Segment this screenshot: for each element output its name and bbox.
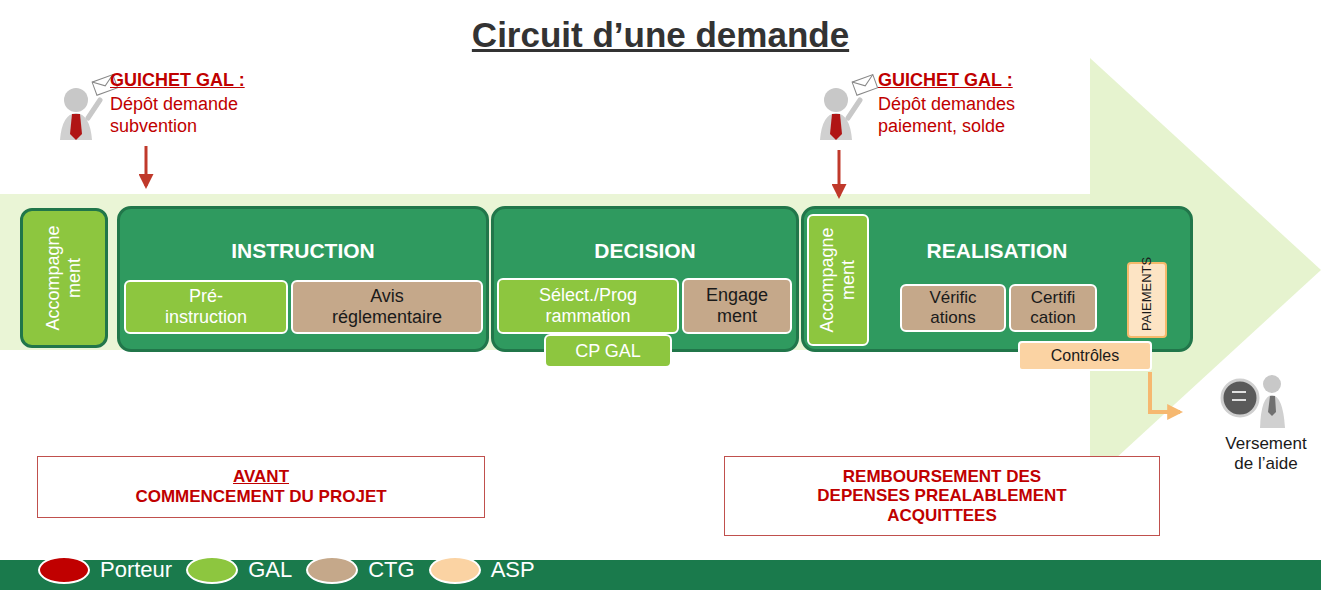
note-box: REMBOURSEMENT DES DEPENSES PREALABLEMENT… — [724, 456, 1160, 536]
phase-box: Pré- instruction Avis réglementaire INSTRU… — [117, 206, 489, 352]
box-text: Vérific ations — [917, 288, 989, 327]
box-text: REMBOURSEMENT DES DEPENSES PREALABLEMENT… — [817, 467, 1067, 526]
desk-text: Dépôt demandes paiement, solde — [878, 94, 1043, 137]
note-box: AVANTCOMMENCEMENT DU PROJET — [37, 456, 485, 518]
phase-box: Accompagne mentVérific ations Certifi cat… — [801, 206, 1193, 352]
legend-item: Porteur — [38, 556, 186, 584]
step-box: Sélect./Prog rammation — [497, 278, 679, 334]
legend-text: ASP — [491, 557, 535, 583]
phase-title: INSTRUCTION — [231, 239, 375, 263]
legend-swatch — [429, 556, 481, 584]
desk-title: GUICHET GAL : — [110, 70, 310, 92]
legend-text: GAL — [248, 557, 292, 583]
side-box: Accompagne ment — [20, 208, 108, 348]
box-text: Sélect./Prog rammation — [529, 285, 647, 326]
box-text: Accompagne ment — [817, 221, 858, 339]
box-text: Avis réglementaire — [317, 286, 457, 327]
payment-box: PAIEMENTS — [1127, 262, 1167, 338]
side-box: Accompagne ment — [807, 214, 869, 346]
step-box: Avis réglementaire — [291, 280, 483, 334]
phase-title: DECISION — [594, 239, 696, 263]
legend-text: Porteur — [100, 557, 172, 583]
legend-swatch — [38, 556, 90, 584]
deposit-arrow — [145, 146, 148, 186]
box-text: Contrôles — [1051, 347, 1119, 365]
step-box: Vérific ations — [900, 284, 1006, 332]
desk-title: GUICHET GAL : — [878, 70, 1078, 92]
legend-swatch — [186, 556, 238, 584]
step-box: Certifi cation — [1009, 284, 1097, 332]
control-box: Contrôles — [1018, 341, 1152, 371]
legend: Porteur GAL CTG ASP — [38, 556, 549, 584]
box-text: Pré- instruction — [151, 286, 261, 327]
legend-item: ASP — [429, 556, 549, 584]
payment-line — [1150, 372, 1180, 412]
legend-swatch — [306, 556, 358, 584]
step-box: Pré- instruction — [124, 280, 288, 334]
phase-title: REALISATION — [927, 239, 1068, 263]
box-text: COMMENCEMENT DU PROJET — [135, 487, 386, 507]
committee-box: CP GAL — [544, 334, 672, 368]
porteur-icon — [820, 75, 878, 140]
box-text: Accompagne ment — [43, 215, 84, 341]
box-text: PAIEMENTS — [1140, 269, 1155, 331]
deposit-arrow — [838, 150, 841, 196]
porteur-icon — [60, 75, 118, 140]
box-text: CP GAL — [575, 341, 641, 362]
step-box: Engage ment — [682, 278, 792, 334]
payment-label: Versement de l’aide — [1216, 434, 1316, 475]
legend-item: GAL — [186, 556, 306, 584]
legend-text: CTG — [368, 557, 414, 583]
legend-item: CTG — [306, 556, 428, 584]
phase-box: Sélect./Prog rammationEngage mentCP GALD… — [491, 206, 799, 352]
box-text: Engage ment — [698, 285, 776, 326]
box-text: Certifi cation — [1018, 288, 1088, 327]
payment-icon — [1222, 375, 1285, 428]
title: Circuit d’une demande — [0, 14, 1321, 56]
box-text: AVANT — [233, 467, 289, 487]
desk-text: Dépôt demande subvention — [110, 94, 270, 137]
